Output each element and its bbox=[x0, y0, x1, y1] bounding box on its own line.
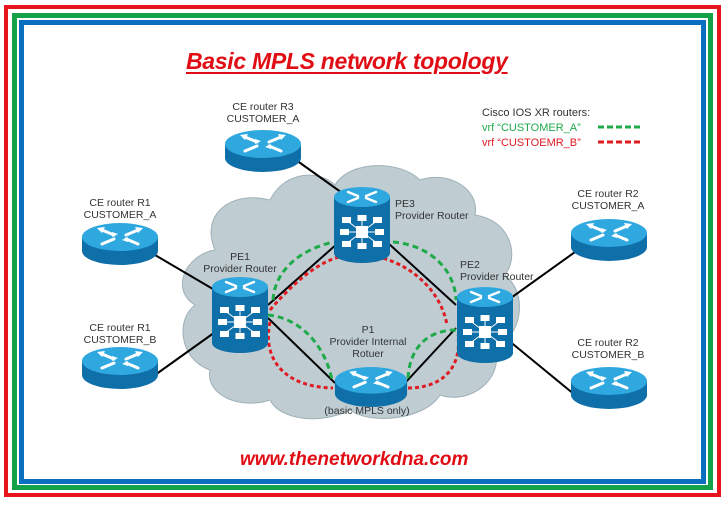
physical-links bbox=[154, 144, 576, 396]
pe3-label-line1: PE3 bbox=[395, 198, 415, 210]
p1-router-icon[interactable] bbox=[333, 365, 409, 409]
ce-r2b-label-line1: CE router R2 bbox=[577, 337, 638, 349]
ce-r1b-label-line2: CUSTOMER_B bbox=[84, 334, 157, 346]
link-pe2-ce-r2a bbox=[507, 251, 576, 301]
ce-r2b-label-line2: CUSTOMER_B bbox=[572, 349, 645, 361]
link-pe1-pe3 bbox=[267, 242, 339, 306]
outer-red-frame bbox=[4, 5, 721, 497]
pe3-label-line2: Provider Router bbox=[395, 210, 469, 222]
link-pe2-ce-r2b bbox=[507, 339, 576, 396]
footer-website[interactable]: www.thenetworkdna.com bbox=[240, 449, 469, 470]
ce-r3-label-line2: CUSTOMER_A bbox=[227, 113, 300, 125]
diagram-title: Basic MPLS network topology bbox=[186, 48, 508, 74]
ce-router-r2-a-icon[interactable] bbox=[569, 217, 649, 263]
pe1-label-line1: PE1 bbox=[230, 251, 250, 263]
ce-r2a-label-line1: CE router R2 bbox=[577, 188, 638, 200]
ce-r1b-label-line1: CE router R1 bbox=[89, 322, 150, 334]
vrf-customer-a-path bbox=[267, 240, 458, 381]
pe3-router-icon[interactable] bbox=[332, 185, 392, 265]
ce-r3-label-line1: CE router R3 bbox=[232, 101, 293, 113]
ce-r2a-label-line2: CUSTOMER_A bbox=[572, 200, 645, 212]
pe2-label-line1: PE2 bbox=[460, 259, 480, 271]
legend-title: Cisco IOS XR routers: bbox=[482, 107, 590, 119]
ce-router-r2-b-icon[interactable] bbox=[569, 365, 649, 411]
legend-item-customer-b: vrf “CUSTOEMR_B” bbox=[482, 137, 581, 149]
ce-router-r1-a-icon[interactable] bbox=[80, 221, 160, 267]
legend: Cisco IOS XR routers: vrf “CUSTOMER_A” v… bbox=[482, 107, 640, 149]
pe2-label-line2: Provider Router bbox=[460, 271, 534, 283]
inner-blue-frame bbox=[19, 20, 706, 484]
link-ce-r1b-pe1 bbox=[154, 329, 219, 376]
legend-item-customer-a: vrf “CUSTOMER_A” bbox=[482, 122, 581, 134]
link-pe1-p1 bbox=[267, 317, 336, 384]
p1-note: (basic MPLS only) bbox=[324, 405, 409, 417]
link-pe3-pe2 bbox=[387, 242, 457, 306]
pe2-router-icon[interactable] bbox=[455, 285, 515, 365]
p1-label-line2: Provider Internal bbox=[329, 336, 406, 348]
ce-r1a-label-line1: CE router R1 bbox=[89, 197, 150, 209]
p1-label-line3: Rotuer bbox=[352, 348, 384, 360]
p1-label-line1: P1 bbox=[362, 324, 375, 336]
pe1-label-line2: Provider Router bbox=[203, 263, 277, 275]
ce-router-r3-icon[interactable] bbox=[223, 128, 303, 174]
vrf-customer-b-path bbox=[267, 253, 460, 390]
ce-router-r1-b-icon[interactable] bbox=[80, 345, 160, 391]
pe1-router-icon[interactable] bbox=[210, 275, 270, 355]
ce-r1a-label-line2: CUSTOMER_A bbox=[84, 209, 157, 221]
middle-green-frame bbox=[12, 13, 713, 490]
link-p1-pe2 bbox=[404, 327, 457, 384]
link-ce-r1a-pe1 bbox=[154, 254, 219, 293]
